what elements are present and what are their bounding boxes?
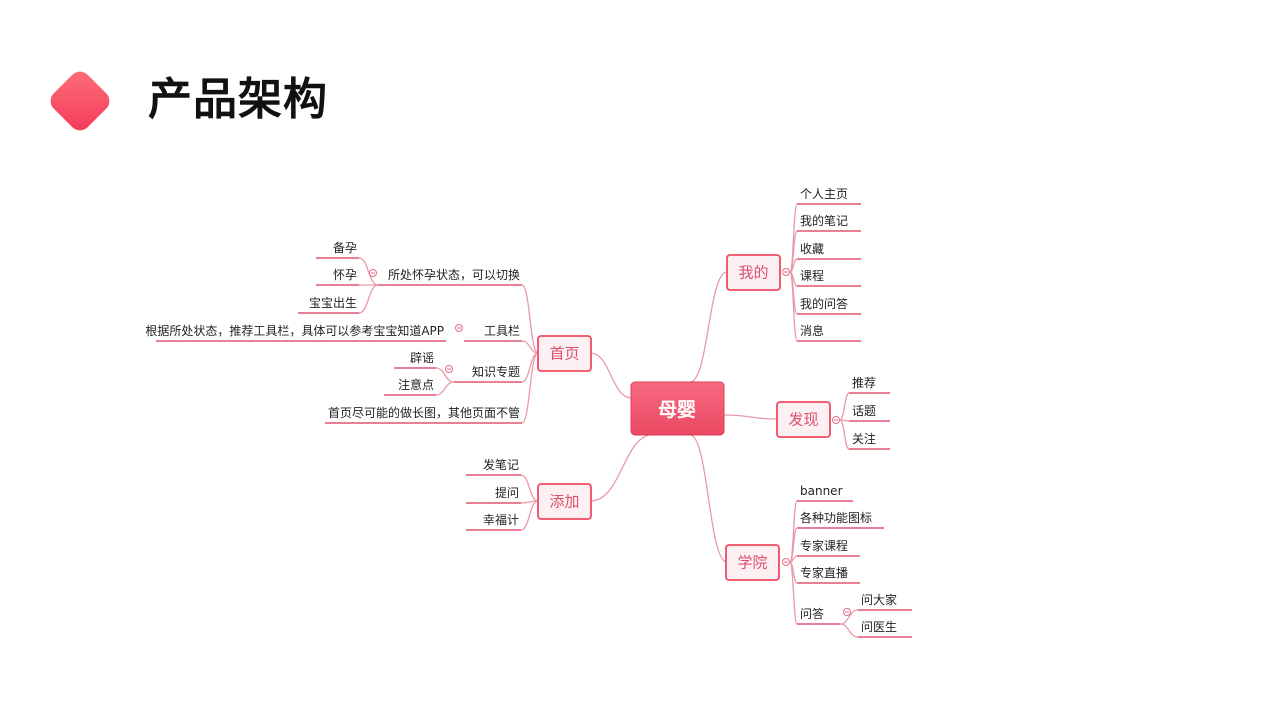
knowledge-item-0: 辟谣 [410,350,434,365]
discover-item-2: 关注 [852,431,876,446]
status-item-1: 怀孕 [333,268,357,282]
academy-item-3: 专家直播 [800,565,848,580]
academy-item-0: banner [800,484,843,498]
edge-status-0 [358,257,379,286]
edge-home-1 [521,340,539,354]
home-item-0: 所处怀孕状态，可以切换 [388,268,520,282]
academy-item-4: 问答 [800,606,824,621]
branch-mine: 我的 [738,264,768,282]
mine-item-2: 收藏 [800,242,824,256]
edge-discover-0 [839,392,850,421]
edge-academy-4 [789,561,798,625]
edge-discover-2 [839,419,850,450]
edge-knowledge-0 [435,367,455,383]
edge-mine-0 [789,203,798,273]
mine-item-3: 课程 [800,268,824,283]
edge-qa-1 [839,623,859,638]
edge-add-2 [520,500,539,531]
edge-root-home [589,352,633,399]
edge-knowledge-1 [435,381,455,396]
mine-item-0: 个人主页 [800,187,848,201]
home-item-1: 工具栏 [484,323,520,338]
academy-item-2: 专家课程 [800,538,848,553]
branch-mine-box[interactable] [726,254,781,291]
edge-home-0 [521,284,539,354]
home-item-2: 知识专题 [472,364,520,379]
branch-home: 首页 [549,345,579,363]
page-title: 产品架构 [148,74,328,125]
discover-item-1: 话题 [852,404,876,418]
edge-root-mine [689,271,728,383]
edge-status-2 [358,284,379,314]
add-item-0: 发笔记 [483,457,519,472]
root-node[interactable] [630,381,725,436]
edge-home-3 [521,352,539,424]
qa-item-0: 问大家 [861,592,897,607]
add-item-1: 提问 [495,485,519,500]
branch-discover: 发现 [788,411,818,429]
mine-item-1: 我的笔记 [800,213,848,228]
branch-home-box[interactable] [537,335,592,372]
edge-root-academy [689,434,728,563]
discover-item-0: 推荐 [852,376,876,390]
branch-academy: 学院 [737,554,767,572]
edge-root-add [589,433,656,502]
branch-discover-box[interactable] [776,401,831,438]
edge-add-0 [520,474,539,502]
edge-mine-5 [789,271,798,342]
edge-academy-0 [789,500,798,563]
edge-root-discover [723,414,778,420]
branch-add: 添加 [549,493,579,511]
branch-academy-box[interactable] [725,544,780,581]
add-item-2: 幸福计 [483,512,519,527]
edge-qa-0 [839,609,859,625]
branch-add-box[interactable] [537,483,592,520]
status-item-2: 宝宝出生 [309,296,357,310]
knowledge-item-1: 注意点 [398,377,434,392]
home-item-3: 首页尽可能的做长图，其他页面不管 [328,405,520,420]
mine-item-4: 我的问答 [800,296,848,311]
root-label: 母婴 [658,399,696,421]
edge-academy-1 [789,527,798,563]
qa-item-1: 问医生 [861,620,897,634]
tools-item-0: 根据所处状态，推荐工具栏，具体可以参考宝宝知道APP [145,323,444,338]
academy-item-1: 各种功能图标 [800,510,872,525]
mine-item-5: 消息 [800,323,824,338]
status-item-0: 备孕 [333,241,357,255]
